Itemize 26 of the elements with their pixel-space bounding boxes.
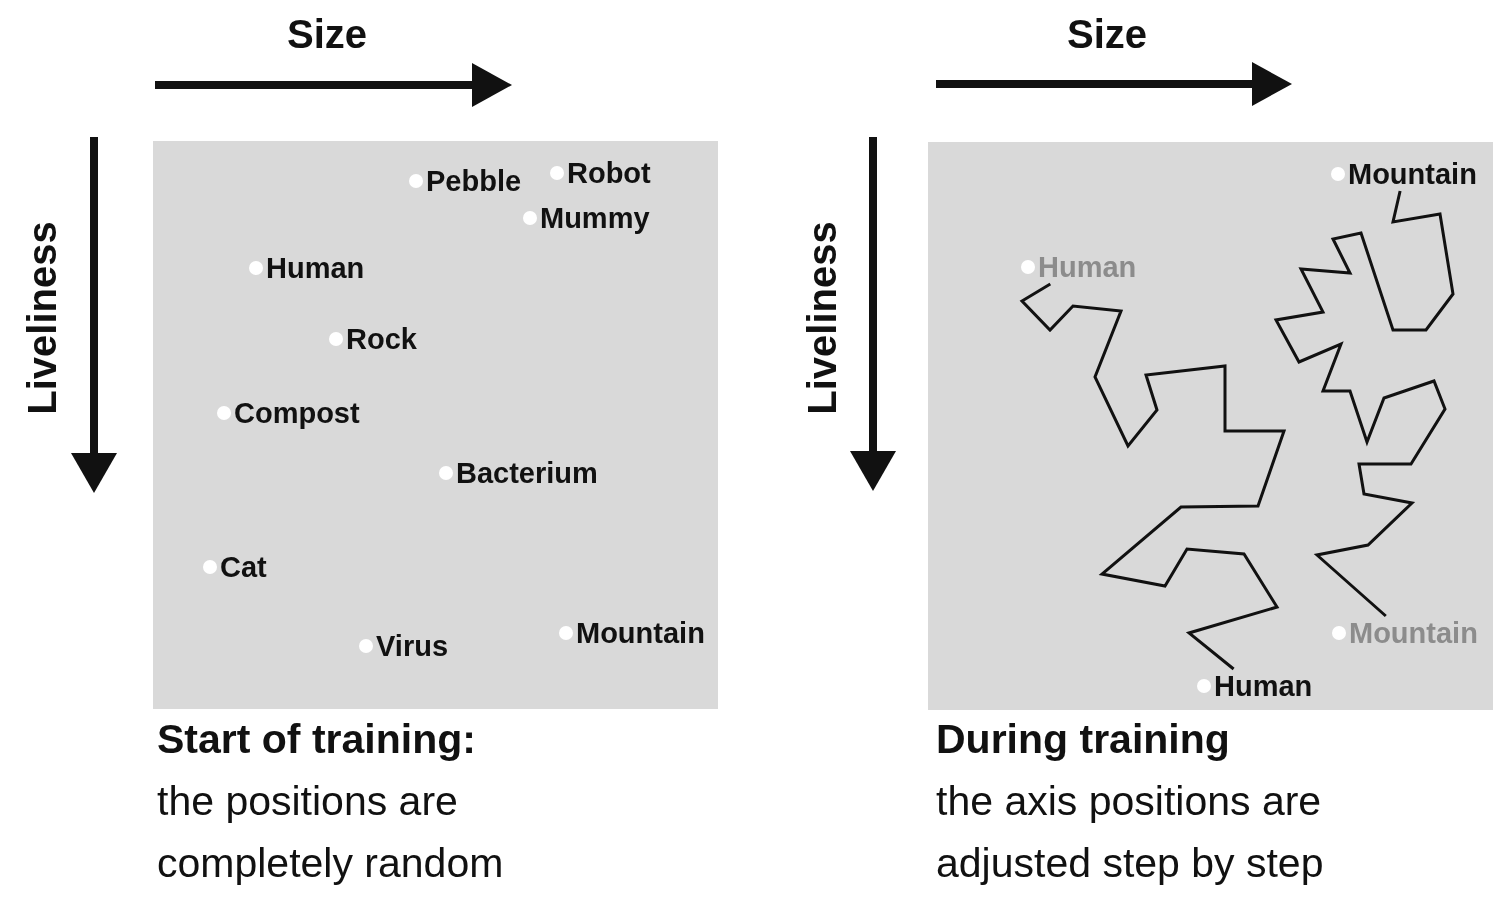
- caption-heading: Start of training:: [157, 715, 477, 764]
- point-label: Bacterium: [439, 456, 598, 490]
- axis-label: Liveliness: [19, 221, 65, 415]
- axis-label: Size: [1067, 11, 1147, 57]
- plot-panel: [928, 142, 1493, 710]
- plot-panel: [153, 141, 718, 709]
- point-label: Robot: [550, 156, 651, 190]
- point-label: Human: [1197, 669, 1313, 703]
- point-label: Virus: [359, 629, 448, 663]
- caption-text: the axis positions are adjusted step by step: [936, 777, 1325, 888]
- point-label: Mountain: [559, 616, 705, 650]
- point-label: Human: [1021, 250, 1137, 284]
- point-label: Mountain: [1331, 157, 1477, 191]
- point-label: Compost: [217, 396, 360, 430]
- point-label: Pebble: [409, 164, 522, 198]
- trajectory-line: [1019, 282, 1287, 671]
- axis-label: Size: [287, 11, 367, 57]
- point-label: Cat: [203, 550, 267, 584]
- caption-text: the positions are completely random: [157, 777, 505, 888]
- trajectory-line: [1273, 190, 1455, 618]
- caption-heading: During training: [936, 715, 1231, 764]
- point-label: Human: [249, 251, 365, 285]
- point-label: Mummy: [523, 201, 650, 235]
- axis-label: Liveliness: [799, 221, 845, 415]
- point-label: Mountain: [1332, 616, 1478, 650]
- point-label: Rock: [329, 322, 417, 356]
